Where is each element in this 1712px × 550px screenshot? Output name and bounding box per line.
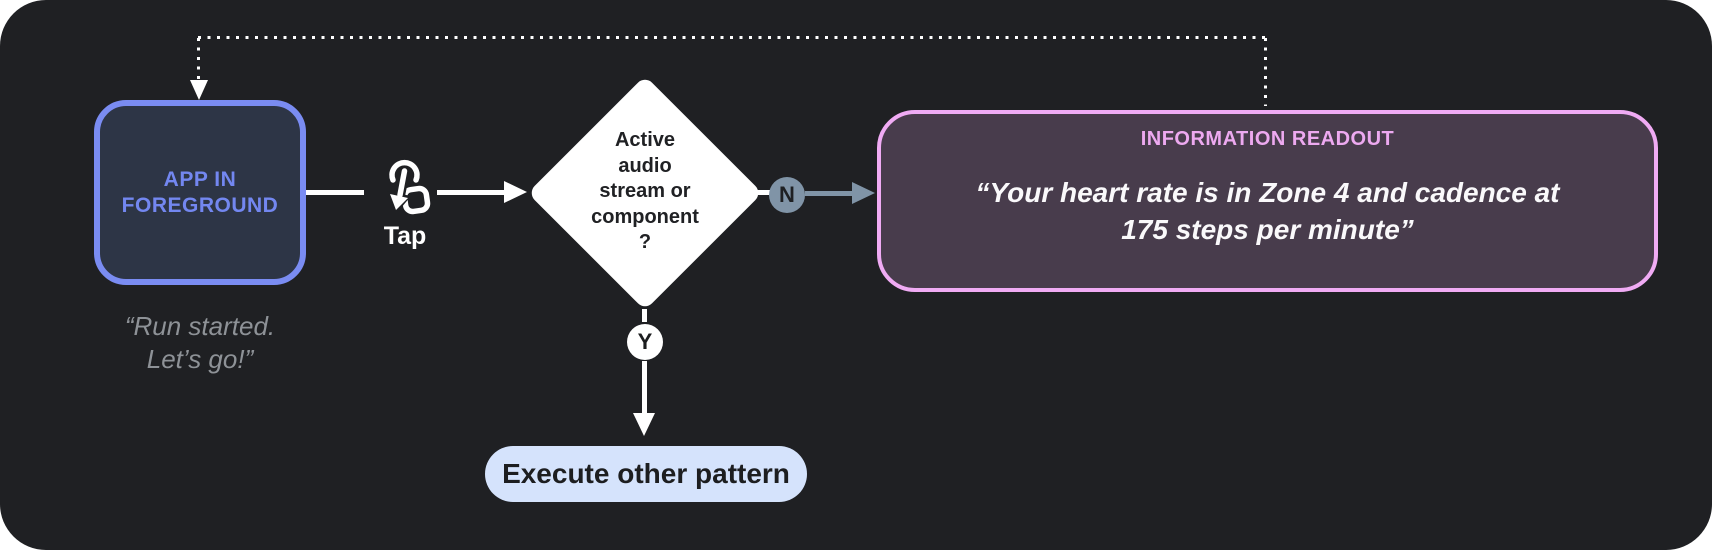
connector-line	[642, 361, 647, 414]
app-in-foreground-node: APP IN FOREGROUND	[94, 100, 306, 285]
branch-y-badge: Y	[627, 324, 663, 360]
connector-line	[642, 309, 647, 322]
arrowhead-down-icon	[633, 413, 655, 436]
feedback-dotted-line-top	[198, 36, 1266, 39]
execute-other-pattern-label: Execute other pattern	[502, 458, 790, 489]
arrowhead-down-icon	[190, 80, 208, 100]
decision-label: Active audio stream or component ?	[591, 129, 699, 253]
feedback-dotted-line-left	[197, 38, 200, 80]
information-readout-node: INFORMATION READOUT “Your heart rate is …	[877, 110, 1658, 292]
arrowhead-right-icon	[504, 181, 527, 203]
branch-n-badge: N	[769, 177, 805, 213]
app-in-foreground-label: APP IN FOREGROUND	[121, 167, 279, 217]
execute-other-pattern-node: Execute other pattern	[485, 446, 807, 502]
feedback-dotted-line-right	[1264, 38, 1267, 106]
connector-line	[437, 190, 506, 195]
tap-label: Tap	[383, 222, 427, 250]
connector-line	[805, 191, 854, 196]
tap-gesture-icon	[387, 159, 431, 215]
voice-caption: “Run started. Let’s go!”	[124, 311, 276, 374]
information-readout-title: INFORMATION READOUT	[1140, 128, 1395, 150]
connector-line	[306, 190, 364, 195]
connector-line	[757, 190, 771, 195]
arrowhead-right-icon	[852, 182, 875, 204]
information-readout-body: “Your heart rate is in Zone 4 and cadenc…	[975, 177, 1560, 245]
